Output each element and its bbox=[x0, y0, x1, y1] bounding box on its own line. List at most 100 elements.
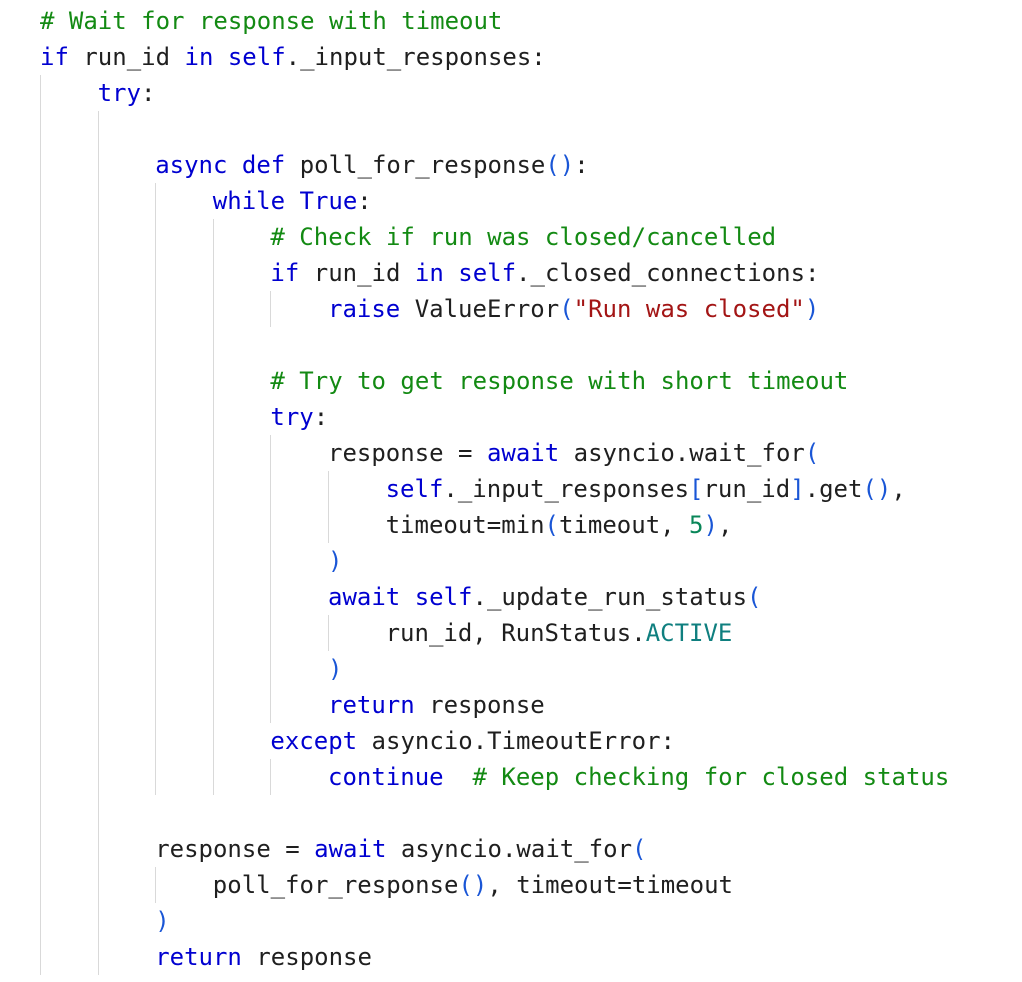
code-line[interactable]: raise ValueError("Run was closed") bbox=[328, 291, 819, 327]
code-token: : bbox=[357, 187, 372, 215]
code-line[interactable]: if run_id in self._closed_connections: bbox=[270, 255, 819, 291]
indent-guide-line bbox=[270, 435, 272, 723]
code-token: return bbox=[155, 943, 242, 971]
code-token: run_id bbox=[703, 475, 791, 503]
code-token bbox=[213, 43, 227, 71]
code-token: "Run was closed" bbox=[573, 295, 805, 323]
code-line[interactable]: # Check if run was closed/cancelled bbox=[270, 219, 776, 255]
code-line[interactable]: return response bbox=[155, 939, 372, 975]
code-token: : bbox=[574, 151, 589, 179]
code-token: poll_for_response bbox=[285, 151, 546, 179]
code-token: [ bbox=[689, 475, 704, 503]
code-token: ( bbox=[804, 439, 820, 467]
code-token: : bbox=[313, 403, 329, 431]
code-line[interactable]: try: bbox=[98, 75, 156, 111]
code-token: self bbox=[227, 43, 286, 71]
code-line[interactable]: # Wait for response with timeout bbox=[40, 3, 502, 39]
code-line[interactable]: async def poll_for_response(): bbox=[155, 147, 589, 183]
code-line[interactable]: timeout=min(timeout, 5), bbox=[386, 507, 733, 543]
code-token bbox=[444, 763, 473, 791]
code-line[interactable]: await self._update_run_status( bbox=[328, 579, 762, 615]
code-token: run_id bbox=[68, 43, 185, 71]
code-token: ( bbox=[559, 295, 574, 323]
code-token: ._closed_connections: bbox=[516, 259, 820, 287]
indent-guide-line bbox=[212, 219, 214, 795]
indent-guide-line bbox=[328, 471, 329, 543]
code-token: ) bbox=[328, 547, 343, 575]
code-token: () bbox=[458, 871, 488, 899]
code-token: self bbox=[458, 259, 517, 287]
code-token: poll_for_response bbox=[212, 871, 459, 899]
code-token: asyncio.TimeoutError: bbox=[357, 727, 675, 755]
code-token: try bbox=[97, 79, 141, 107]
code-token: if bbox=[40, 43, 69, 71]
code-line[interactable]: ) bbox=[328, 543, 342, 579]
code-token: while bbox=[212, 187, 286, 215]
code-token: response bbox=[241, 943, 372, 971]
code-token: ) bbox=[703, 511, 718, 539]
code-token: timeout=min bbox=[385, 511, 545, 539]
code-token: # Wait for response with timeout bbox=[40, 7, 503, 35]
code-token: run_id, RunStatus. bbox=[385, 619, 646, 647]
code-token: in bbox=[184, 43, 214, 71]
code-token: asyncio.wait_for bbox=[559, 439, 805, 467]
code-token: ( bbox=[747, 583, 762, 611]
code-token: continue bbox=[328, 763, 444, 791]
code-token: except bbox=[270, 727, 358, 755]
code-token: , timeout=timeout bbox=[487, 871, 733, 899]
code-token: # Check if run was closed/cancelled bbox=[270, 223, 777, 251]
code-token: try bbox=[270, 403, 314, 431]
code-line[interactable]: run_id, RunStatus.ACTIVE bbox=[386, 615, 733, 651]
indent-guide-line bbox=[270, 759, 272, 795]
code-token: .get bbox=[804, 475, 863, 503]
code-token: () bbox=[862, 475, 892, 503]
code-token: self bbox=[385, 475, 444, 503]
code-line[interactable]: response = await asyncio.wait_for( bbox=[155, 831, 646, 867]
code-line[interactable]: ) bbox=[155, 903, 169, 939]
indent-guide-line bbox=[328, 615, 329, 651]
code-token: ValueError bbox=[400, 295, 560, 323]
code-token: response bbox=[414, 691, 545, 719]
code-token: # Keep checking for closed status bbox=[472, 763, 950, 791]
code-token: await bbox=[328, 583, 401, 611]
code-token: , bbox=[717, 511, 733, 539]
code-line[interactable]: self._input_responses[run_id].get(), bbox=[386, 471, 906, 507]
code-token: ) bbox=[155, 907, 170, 935]
code-line[interactable]: continue # Keep checking for closed stat… bbox=[328, 759, 949, 795]
code-token: ( bbox=[544, 511, 559, 539]
code-token: # Try to get response with short timeout bbox=[270, 367, 849, 395]
code-line[interactable]: # Try to get response with short timeout bbox=[270, 363, 848, 399]
code-token: asyncio.wait_for bbox=[386, 835, 633, 863]
code-line[interactable]: ) bbox=[328, 651, 342, 687]
code-token: ( bbox=[632, 835, 647, 863]
code-line[interactable]: poll_for_response(), timeout=timeout bbox=[213, 867, 733, 903]
indent-guide-line bbox=[40, 75, 41, 975]
indent-guide-line bbox=[155, 867, 157, 903]
code-token bbox=[227, 151, 241, 179]
indent-guide-line bbox=[97, 111, 99, 975]
code-line[interactable]: if run_id in self._input_responses: bbox=[40, 39, 546, 75]
code-token: if bbox=[270, 259, 300, 287]
code-token: ) bbox=[328, 655, 343, 683]
code-token bbox=[444, 259, 458, 287]
code-line[interactable]: return response bbox=[328, 687, 545, 723]
code-token: raise bbox=[328, 295, 401, 323]
code-token: , bbox=[891, 475, 906, 503]
code-line[interactable]: try: bbox=[270, 399, 328, 435]
indent-guide-line bbox=[155, 183, 157, 795]
code-token: True bbox=[299, 187, 358, 215]
code-token: async bbox=[155, 151, 228, 179]
code-token: in bbox=[414, 259, 444, 287]
code-line[interactable]: while True: bbox=[213, 183, 372, 219]
code-token bbox=[400, 583, 414, 611]
code-line[interactable]: except asyncio.TimeoutError: bbox=[270, 723, 675, 759]
code-token: await bbox=[314, 835, 387, 863]
code-token: : bbox=[140, 79, 156, 107]
code-token: 5 bbox=[689, 511, 704, 539]
code-line[interactable]: response = await asyncio.wait_for( bbox=[328, 435, 819, 471]
indent-guide-line bbox=[270, 291, 272, 327]
code-token: response = bbox=[155, 835, 315, 863]
code-token: run_id bbox=[299, 259, 415, 287]
code-token: ACTIVE bbox=[645, 619, 733, 647]
